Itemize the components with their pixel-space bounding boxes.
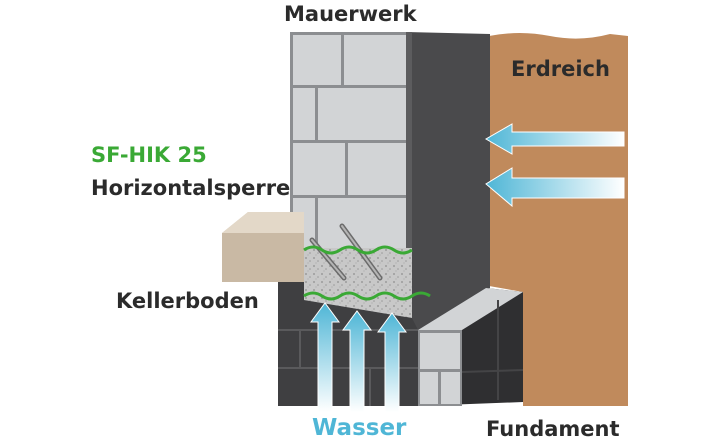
soil-erdreich xyxy=(489,33,628,406)
label-mauerwerk: Mauerwerk xyxy=(284,2,417,26)
foundation-block xyxy=(278,282,524,406)
horizontal-barrier-lines xyxy=(303,245,431,301)
water-arrows-vertical xyxy=(310,302,407,413)
label-wasser: Wasser xyxy=(312,415,407,441)
water-arrows-horizontal xyxy=(484,123,625,208)
water-arrow-upper xyxy=(484,123,625,155)
label-horizontalsperre: Horizontalsperre xyxy=(91,176,291,200)
label-product-name: SF-HIK 25 xyxy=(91,143,207,167)
water-arrow-up-1 xyxy=(310,302,340,413)
water-arrow-lower xyxy=(485,167,625,208)
water-arrow-up-2 xyxy=(342,310,372,413)
label-erdreich: Erdreich xyxy=(511,57,610,81)
label-kellerboden: Kellerboden xyxy=(116,289,259,313)
wall-side-face xyxy=(406,32,490,330)
water-arrow-up-3 xyxy=(377,312,407,413)
floor-slab xyxy=(222,212,304,282)
label-fundament: Fundament xyxy=(486,417,620,441)
